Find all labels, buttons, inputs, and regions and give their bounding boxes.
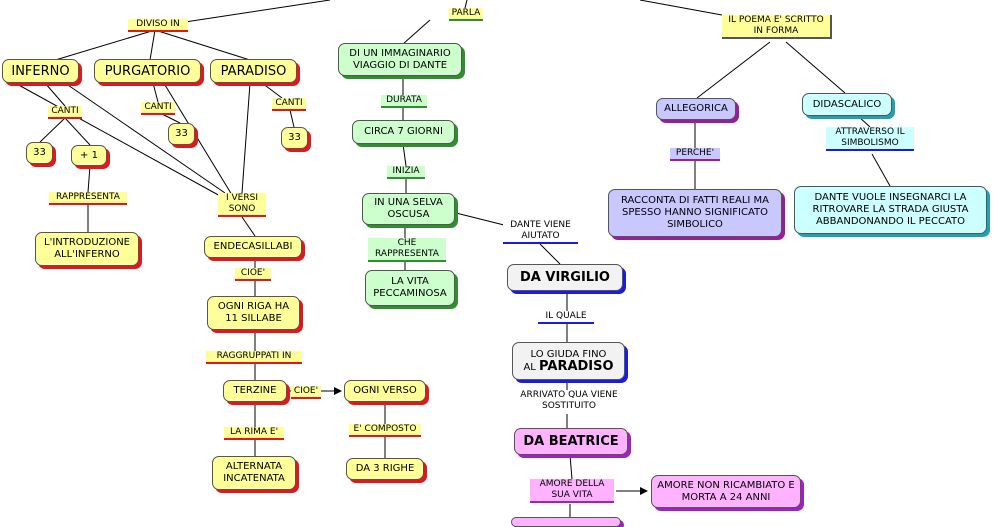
node-selva[interactable]: IN UNA SELVA OSCUSA xyxy=(362,193,455,225)
alternata-text: ALTERNATA INCATENATA xyxy=(223,461,285,484)
node-33-paradiso[interactable]: 33 xyxy=(281,127,308,149)
node-33-purgatorio[interactable]: 33 xyxy=(168,123,195,145)
node-insegnarci[interactable]: DANTE VUOLE INSEGNARCI LA RITROVARE LA S… xyxy=(794,186,987,234)
label-la-rima: LA RIMA E' xyxy=(224,427,284,440)
giuda-text-al: AL xyxy=(523,361,536,373)
node-viaggio[interactable]: DI UN IMMAGINARIO VIAGGIO DI DANTE xyxy=(338,43,462,76)
node-giuda[interactable]: LO GIUDA FINO AL PARADISO xyxy=(512,342,625,380)
node-allegorica[interactable]: ALLEGORICA xyxy=(656,98,736,120)
node-bottom-cut xyxy=(511,517,621,527)
label-canti-inferno: CANTI xyxy=(48,106,82,119)
node-purgatorio[interactable]: PURGATORIO xyxy=(94,59,201,83)
node-plus-one[interactable]: + 1 xyxy=(71,145,107,166)
giuda-text-paradiso: PARADISO xyxy=(539,358,614,374)
vita-text: LA VITA PECCAMINOSA xyxy=(373,276,447,299)
label-simbolismo: ATTRAVERSO IL SIMBOLISMO xyxy=(826,127,914,151)
label-e-composto: E' COMPOSTO xyxy=(349,424,421,437)
node-sette-giorni[interactable]: CIRCA 7 GIORNI xyxy=(352,120,455,144)
label-poema-forma: IL POEMA E' SCRITTO IN FORMA xyxy=(722,15,832,39)
label-diviso-in: DIVISO IN xyxy=(128,19,188,32)
label-perche: PERCHE' xyxy=(670,148,720,161)
label-rappresenta: RAPPRESENTA xyxy=(49,192,127,205)
label-durata: DURATA xyxy=(381,95,427,108)
node-virgilio[interactable]: DA VIRGILIO xyxy=(507,264,623,291)
node-introduzione[interactable]: L'INTRODUZIONE ALL'INFERNO xyxy=(35,232,139,266)
introduzione-text: L'INTRODUZIONE ALL'INFERNO xyxy=(44,237,130,260)
viaggio-text: DI UN IMMAGINARIO VIAGGIO DI DANTE xyxy=(349,47,451,71)
node-endecasillabi[interactable]: ENDECASILLABI xyxy=(204,236,302,258)
label-che-rappresenta: CHE RAPPRESENTA xyxy=(368,238,446,262)
node-inferno[interactable]: INFERNO xyxy=(2,59,79,83)
node-amore-nr[interactable]: AMORE NON RICAMBIATO E MORTA A 24 ANNI xyxy=(651,475,801,508)
insegnarci-text: DANTE VUOLE INSEGNARCI LA RITROVARE LA S… xyxy=(812,192,969,227)
node-racconta[interactable]: RACCONTA DI FATTI REALI MA SPESSO HANNO … xyxy=(608,189,782,237)
label-raggruppati: RAGGRUPPATI IN xyxy=(206,351,302,364)
node-ogni-verso[interactable]: OGNI VERSO xyxy=(344,380,426,402)
giuda-text-1: LO GIUDA FINO xyxy=(530,348,607,360)
label-canti-paradiso: CANTI xyxy=(272,98,306,111)
label-cioe-a: CIOE' xyxy=(235,268,271,281)
racconta-text: RACCONTA DI FATTI REALI MA SPESSO HANNO … xyxy=(620,195,770,230)
node-paradiso[interactable]: PARADISO xyxy=(210,59,297,83)
node-alternata[interactable]: ALTERNATA INCATENATA xyxy=(212,456,296,490)
label-parla: PARLA xyxy=(449,8,483,21)
node-ogni-riga[interactable]: OGNI RIGA HA 11 SILLABE xyxy=(207,296,300,330)
node-vita[interactable]: LA VITA PECCAMINOSA xyxy=(365,270,455,306)
node-didascalico[interactable]: DIDASCALICO xyxy=(802,93,892,116)
label-arrivato: ARRIVATO QUA VIENE SOSTITUITO xyxy=(516,390,622,412)
label-dante-aiutato: DANTE VIENE AIUTATO xyxy=(503,220,578,244)
node-beatrice[interactable]: DA BEATRICE xyxy=(514,428,628,455)
node-tre-righe[interactable]: DA 3 RIGHE xyxy=(346,458,424,480)
label-i-versi-sono: I VERSI SONO xyxy=(218,193,266,217)
ogni-riga-text: OGNI RIGA HA 11 SILLABE xyxy=(217,301,290,324)
amore-nr-text: AMORE NON RICAMBIATO E MORTA A 24 ANNI xyxy=(657,479,795,503)
node-33-inferno[interactable]: 33 xyxy=(26,142,53,164)
node-terzine[interactable]: TERZINE xyxy=(223,380,287,402)
selva-text: IN UNA SELVA OSCUSA xyxy=(374,197,443,220)
label-cioe-b: CIOE' xyxy=(291,386,321,399)
label-canti-purgatorio: CANTI xyxy=(141,102,175,115)
label-inizia: INIZIA xyxy=(387,166,425,179)
label-amore-sua-vita: AMORE DELLA SUA VITA xyxy=(530,479,614,503)
label-il-quale: IL QUALE xyxy=(538,311,594,324)
